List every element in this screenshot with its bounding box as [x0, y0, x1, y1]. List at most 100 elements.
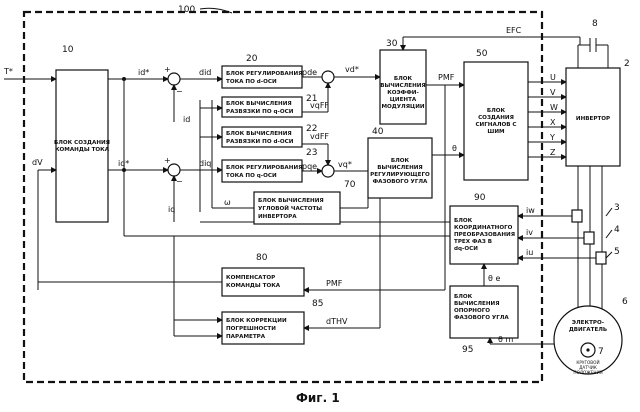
sensor-3: [572, 210, 582, 222]
d-sum-minus: −: [176, 87, 183, 96]
pwm-signals: U V W X Y Z: [528, 73, 566, 157]
vq-sum-junction: [322, 165, 334, 177]
param-line1: БЛОК КОРРЕКЦИИ: [226, 318, 287, 324]
current-compensator-block: 80 КОМПЕНСАТОР КОМАНДЫ ТОКА: [222, 253, 304, 296]
sensor-4: [584, 232, 594, 244]
pmf-mid-label: PMF: [326, 279, 343, 288]
ref-23: 23: [306, 148, 317, 158]
vdff-label: vdFF: [310, 132, 329, 141]
inverter-block: 2 ИНВЕРТОР: [566, 59, 630, 166]
refphase-line3: ОПОРНОГО: [454, 308, 490, 314]
ref-7: 7: [598, 347, 604, 357]
id-label: id: [183, 115, 190, 124]
mod-line2: ВЫЧИСЛЕНИЯ: [380, 83, 426, 89]
sensor-5: [596, 252, 606, 264]
pqe-label: pqe: [302, 162, 317, 171]
ref-6: 6: [622, 297, 628, 307]
d-axis-regulator-block: 20 БЛОК РЕГУЛИРОВАНИЯ ТОКА ПО d-ОСИ: [222, 54, 302, 88]
ref-5: 5: [614, 247, 620, 257]
theta-e-label: θ e: [488, 274, 500, 283]
ref-2: 2: [624, 59, 630, 69]
refphase-line4: ФАЗОВОГО УГЛА: [454, 315, 509, 321]
dthv-label: dTHV: [326, 317, 348, 326]
phase-line4: ФАЗОВОГО УГЛА: [373, 179, 428, 185]
angfreq-line1: БЛОК ВЫЧИСЛЕНИЯ: [258, 198, 324, 204]
iu-label: iu: [526, 248, 533, 257]
iv-label: iv: [526, 228, 533, 237]
q-axis-decoupling-block: 21 БЛОК ВЫЧИСЛЕНИЯ РАЗВЯЗКИ ПО q-ОСИ: [222, 94, 317, 117]
motor-line2: ДВИГАТЕЛЬ: [569, 327, 607, 333]
d-reg-line1: БЛОК РЕГУЛИРОВАНИЯ: [226, 71, 302, 77]
phase-line3: РЕГУЛИРУЮЩЕГО: [370, 172, 430, 178]
pwm-line3: СИГНАЛОВ С: [475, 122, 516, 128]
mod-line4: ЦИЕНТА: [390, 97, 417, 103]
omega-label: ω: [224, 198, 231, 207]
vd-star-label: vd*: [345, 65, 359, 74]
modulation-block: 30 БЛОК ВЫЧИСЛЕНИЯ КОЭФФИ- ЦИЕНТА МОДУЛЯ…: [380, 39, 426, 124]
current-sensors: 3 4 5: [572, 203, 620, 264]
d-reg-line2: ТОКА ПО d-ОСИ: [226, 79, 277, 85]
ref-20: 20: [246, 54, 258, 64]
inverter-label: ИНВЕРТОР: [576, 116, 610, 122]
tstar-label: T*: [3, 67, 13, 76]
pwm-block: 50 БЛОК СОЗДАНИЯ СИГНАЛОВ С ШИМ: [464, 49, 528, 180]
q-reg-line2: ТОКА ПО q-ОСИ: [226, 173, 277, 179]
vq-star-label: vq*: [338, 160, 352, 169]
mod-line1: БЛОК: [394, 76, 413, 82]
signal-w: W: [550, 103, 558, 112]
ref-40: 40: [372, 127, 384, 137]
id-star-label: id*: [138, 68, 149, 77]
angfreq-line3: ИНВЕРТОРА: [258, 214, 297, 220]
vd-sum-junction: [322, 71, 334, 83]
electric-motor: 6 ЭЛЕКТРО- ДВИГАТЕЛЬ 7 КРУГОВОЙ ДАТЧИК П…: [554, 297, 628, 375]
theta-m-label: θ m: [498, 335, 513, 344]
diq-label: diq: [199, 159, 211, 168]
q-sum-junction: [168, 164, 180, 176]
phase-line2: ВЫЧИСЛЕНИЯ: [377, 165, 423, 171]
coordinate-conversion-block: 90 БЛОК КООРДИНАТНОГО ПРЕОБРАЗОВАНИЯ ТРЕ…: [450, 193, 518, 264]
current-command-block: 10 БЛОК СОЗДАНИЯ КОМАНДЫ ТОКА: [54, 45, 110, 222]
ref-80: 80: [256, 253, 268, 263]
signal-u: U: [550, 73, 556, 82]
coord-line1: БЛОК: [454, 218, 473, 224]
theta-label: θ: [452, 144, 457, 153]
signal-x: X: [550, 118, 556, 127]
reference-phase-block: 95 БЛОК ВЫЧИСЛЕНИЯ ОПОРНОГО ФАЗОВОГО УГЛ…: [450, 286, 518, 355]
signal-v: V: [550, 88, 556, 97]
dv-label: dV: [32, 158, 43, 167]
refphase-line1: БЛОК: [454, 294, 473, 300]
signal-z: Z: [550, 148, 556, 157]
pwm-line4: ШИМ: [487, 129, 505, 135]
parameter-correction-block: 85 БЛОК КОРРЕКЦИИ ПОГРЕШНОСТИ ПАРАМЕТРА: [222, 299, 323, 344]
d-sum-junction: [168, 73, 180, 85]
figure-caption: Фиг. 1: [296, 391, 340, 405]
pwm-line2: СОЗДАНИЯ: [478, 115, 514, 121]
d-sum-plus: +: [164, 65, 171, 74]
coord-line4: ТРЕХ ФАЗ В: [454, 239, 492, 245]
coord-line3: ПРЕОБРАЗОВАНИЯ: [454, 232, 515, 238]
angular-frequency-block: 70 БЛОК ВЫЧИСЛЕНИЯ УГЛОВОЙ ЧАСТОТЫ ИНВЕР…: [254, 180, 356, 224]
q-sum-plus: +: [164, 156, 171, 165]
pmf-top-label: PMF: [438, 73, 455, 82]
q-reg-line1: БЛОК РЕГУЛИРОВАНИЯ: [226, 165, 302, 171]
signal-y: Y: [549, 133, 555, 142]
refphase-line2: ВЫЧИСЛЕНИЯ: [454, 301, 500, 307]
ref-50: 50: [476, 49, 488, 59]
phase-angle-block: 40 БЛОК ВЫЧИСЛЕНИЯ РЕГУЛИРУЮЩЕГО ФАЗОВОГ…: [368, 127, 432, 198]
comp-line1: КОМПЕНСАТОР: [226, 275, 275, 281]
ref-3: 3: [614, 203, 620, 213]
pwm-line1: БЛОК: [487, 108, 506, 114]
param-line3: ПАРАМЕТРА: [226, 334, 266, 340]
pde-label: pde: [302, 68, 317, 77]
q-decoup-line1: БЛОК ВЫЧИСЛЕНИЯ: [226, 101, 292, 107]
param-line2: ПОГРЕШНОСТИ: [226, 326, 276, 332]
ref-70: 70: [344, 180, 356, 190]
ref-85: 85: [312, 299, 323, 309]
motor-line1: ЭЛЕКТРО-: [572, 320, 605, 326]
coord-line2: КООРДИНАТНОГО: [454, 225, 513, 231]
dc-capacitor: 8: [578, 19, 608, 68]
angfreq-line2: УГЛОВОЙ ЧАСТОТЫ: [258, 204, 322, 212]
did-label: did: [199, 68, 211, 77]
ref-90: 90: [474, 193, 486, 203]
